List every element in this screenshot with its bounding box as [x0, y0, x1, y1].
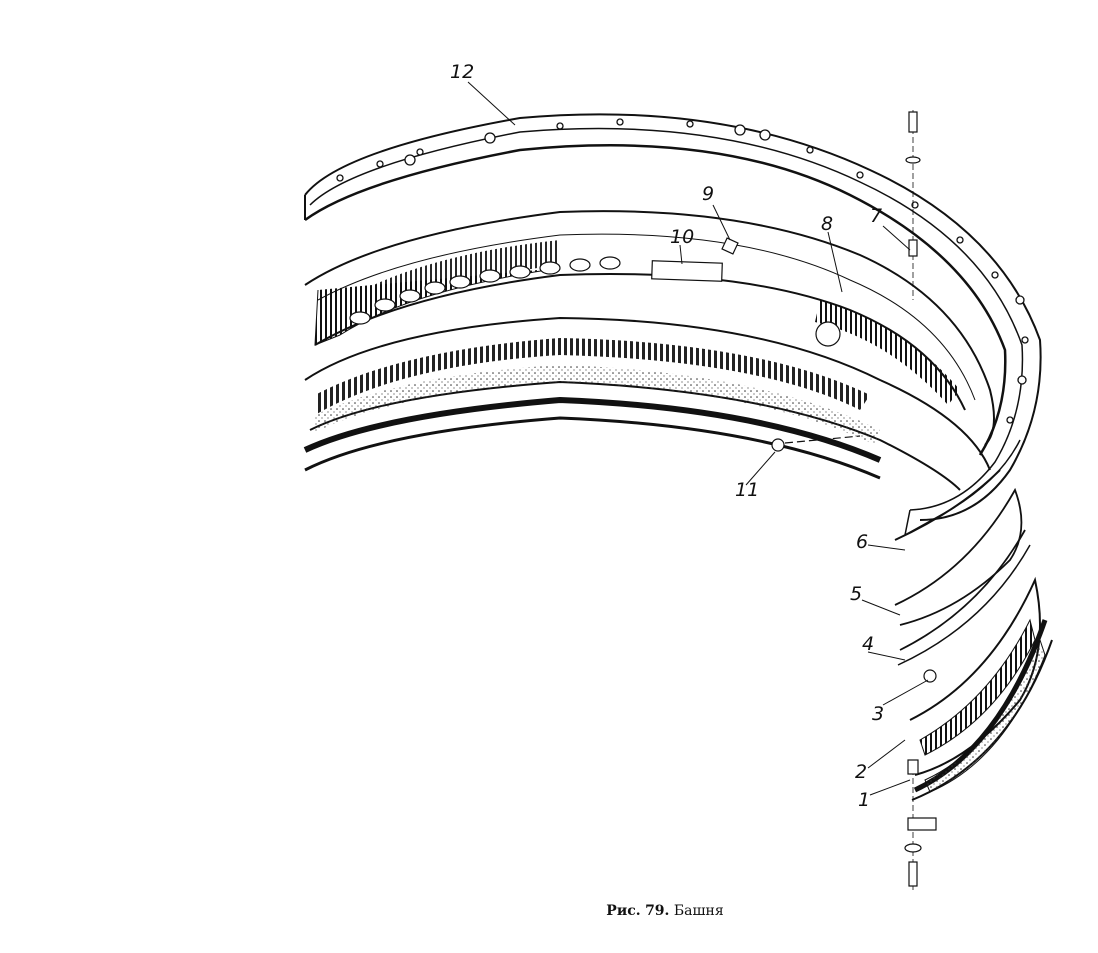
callout-numbers: 12 9 10 8 7 11 6 5 4 3 2 1	[450, 61, 884, 811]
callout-2: 2	[855, 761, 867, 783]
callout-3: 3	[872, 703, 884, 725]
callout-9: 9	[702, 183, 714, 205]
caption-text: Башня	[673, 903, 724, 919]
vertical-fastener-bottom	[904, 759, 937, 890]
callout-11: 11	[735, 479, 759, 501]
vertical-fastener-top	[905, 110, 921, 300]
toothed-ring	[303, 316, 991, 491]
callout-7: 7	[870, 205, 882, 227]
caption-prefix: Рис.	[606, 903, 641, 919]
bolt-holes	[336, 118, 1029, 424]
callout-12: 12	[450, 61, 474, 83]
right-ring-stack	[894, 469, 1053, 801]
figure-caption: Рис. 79. Башня	[0, 903, 1098, 919]
callout-10: 10	[670, 226, 694, 248]
callout-8: 8	[821, 213, 833, 235]
callout-5: 5	[850, 583, 862, 605]
callout-4: 4	[862, 633, 874, 655]
callout-6: 6	[856, 531, 868, 553]
small-parts	[721, 237, 937, 683]
roller-cage-ring	[304, 210, 995, 446]
callout-1: 1	[858, 789, 870, 811]
leader-lines	[467, 81, 929, 796]
caption-number: 79.	[645, 903, 670, 919]
